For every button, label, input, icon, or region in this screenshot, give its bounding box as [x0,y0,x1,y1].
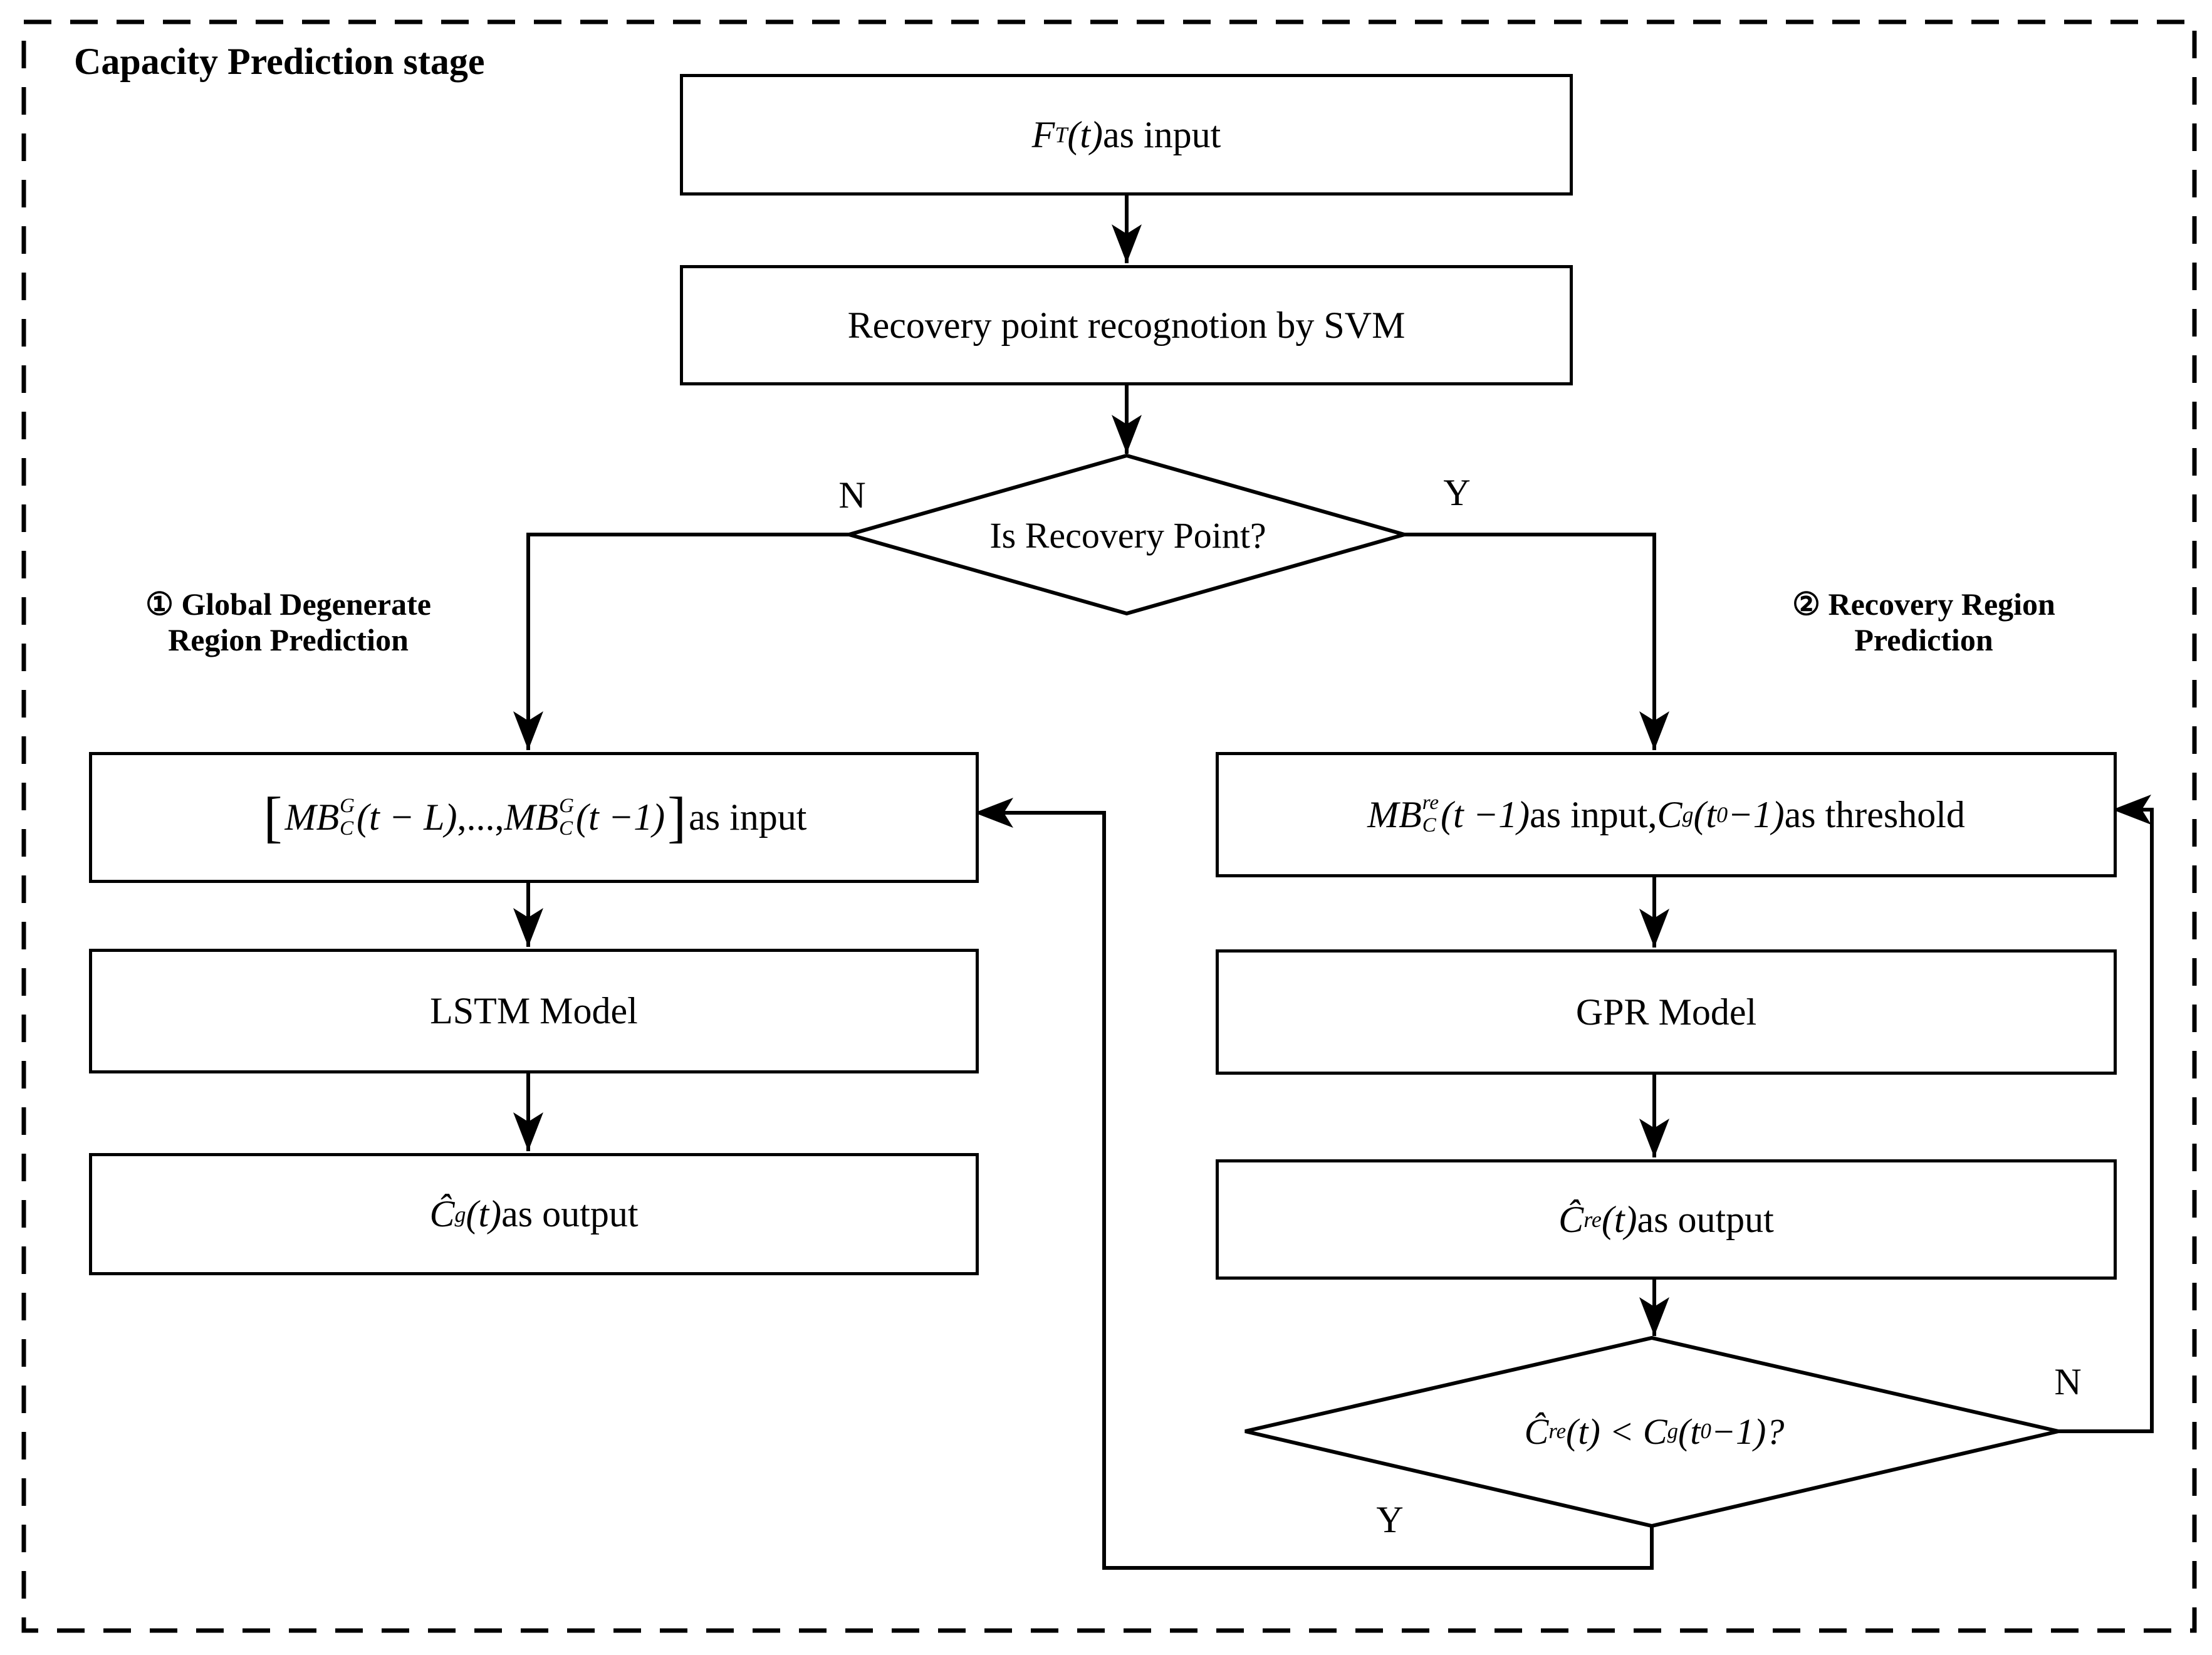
gpr-input-args2-close: −1) [1728,793,1785,835]
lstm-input-tail: as input [689,796,807,838]
node-gpr-model: GPR Model [1216,949,2117,1075]
node-svm-recognition: Recovery point recognotion by SVM [680,265,1573,385]
decision-diamond-threshold [1244,1335,2059,1528]
section-recovery-line2: Prediction [1854,622,1993,657]
connector-decision-yes-branch [1404,533,1669,750]
node-lstm-model: LSTM Model [89,949,979,1073]
lstm-input-mb1-sup: G [340,794,355,817]
gpr-input-args2-open: (t [1693,793,1717,835]
section-recovery-line1: ② Recovery Region [1792,587,2055,622]
decision2-args-close: −1)? [1711,1411,1785,1452]
gpr-input-var2: C [1657,793,1682,835]
ft-var: F [1031,113,1055,155]
gpr-input-mb-sup: re [1422,791,1439,815]
decision-diamond-recovery-point [842,453,1411,616]
connector-decision2-yes-feedback [974,798,1654,1570]
lstm-input-mb2: MB [504,796,559,838]
branch-label-no: N [838,474,866,516]
page-title: Capacity Prediction stage [74,41,485,82]
gpr-input-mid: as input, [1530,793,1657,835]
lstm-input-mb1-sub: C [340,817,354,840]
ft-var-sub: T [1055,122,1068,147]
lstm-input-dots: ,..., [457,796,504,838]
decision2-var: Ĉ [1524,1411,1549,1452]
lstm-input-mb2-sub: C [559,817,573,840]
lstm-input-bracket-open: [ [263,786,283,848]
section-global-line1: ① Global Degenerate [145,587,431,622]
lstm-input-args1: (t − L) [357,796,457,838]
cre-var: Ĉ [1558,1198,1584,1240]
gpr-input-t0-sub: 0 [1716,802,1728,827]
decision-recovery-text: Is Recovery Point? [989,514,1266,556]
lstm-input-mb2-sup: G [559,794,574,817]
gpr-model-label: GPR Model [1575,991,1757,1033]
lstm-input-bracket-close: ] [667,786,687,848]
section-label-global-degenerate: ① Global Degenerate Region Prediction [38,587,539,658]
gpr-input-args1: (t −1) [1441,793,1530,835]
decision2-var-sub: re [1548,1419,1567,1443]
gpr-input-var2-sub: g [1682,802,1694,827]
cre-args: (t) [1601,1198,1637,1240]
cg-var-sub: g [454,1201,466,1227]
decision2-args-open: (t [1678,1411,1701,1452]
decision2-mid: (t) < C [1566,1411,1667,1452]
cg-tail: as output [501,1193,639,1235]
gpr-input-tail: as threshold [1784,793,1965,835]
decision-recovery-question: Is Recovery Point? [880,514,1375,556]
dashed-frame-border [21,19,2197,1633]
cg-var: Ĉ [429,1193,455,1235]
cre-tail: as output [1637,1198,1774,1240]
ft-tail: as input [1103,113,1221,155]
connector-decision-no-branch [513,533,849,750]
svm-label: Recovery point recognotion by SVM [847,304,1406,346]
section-label-recovery-region: ② Recovery Region Prediction [1673,587,2174,658]
branch-label-no-2: N [2054,1361,2082,1402]
cg-args: (t) [466,1193,502,1235]
ft-args: (t) [1067,113,1103,155]
decision2-t0-sub: 0 [1700,1419,1711,1443]
branch-label-yes-2: Y [1376,1499,1404,1540]
lstm-model-label: LSTM Model [430,990,638,1031]
lstm-input-mb1: MB [284,796,340,838]
lstm-input-args2: (t −1) [576,796,665,838]
decision2-var2-sub: g [1667,1419,1679,1443]
gpr-input-mb: MB [1367,793,1422,835]
branch-label-yes: Y [1443,472,1471,513]
cre-var-sub: re [1583,1207,1602,1232]
connector-decision2-no-feedback [2058,795,2154,1433]
section-global-line2: Region Prediction [168,622,409,657]
gpr-input-mb-sub: C [1422,814,1436,837]
